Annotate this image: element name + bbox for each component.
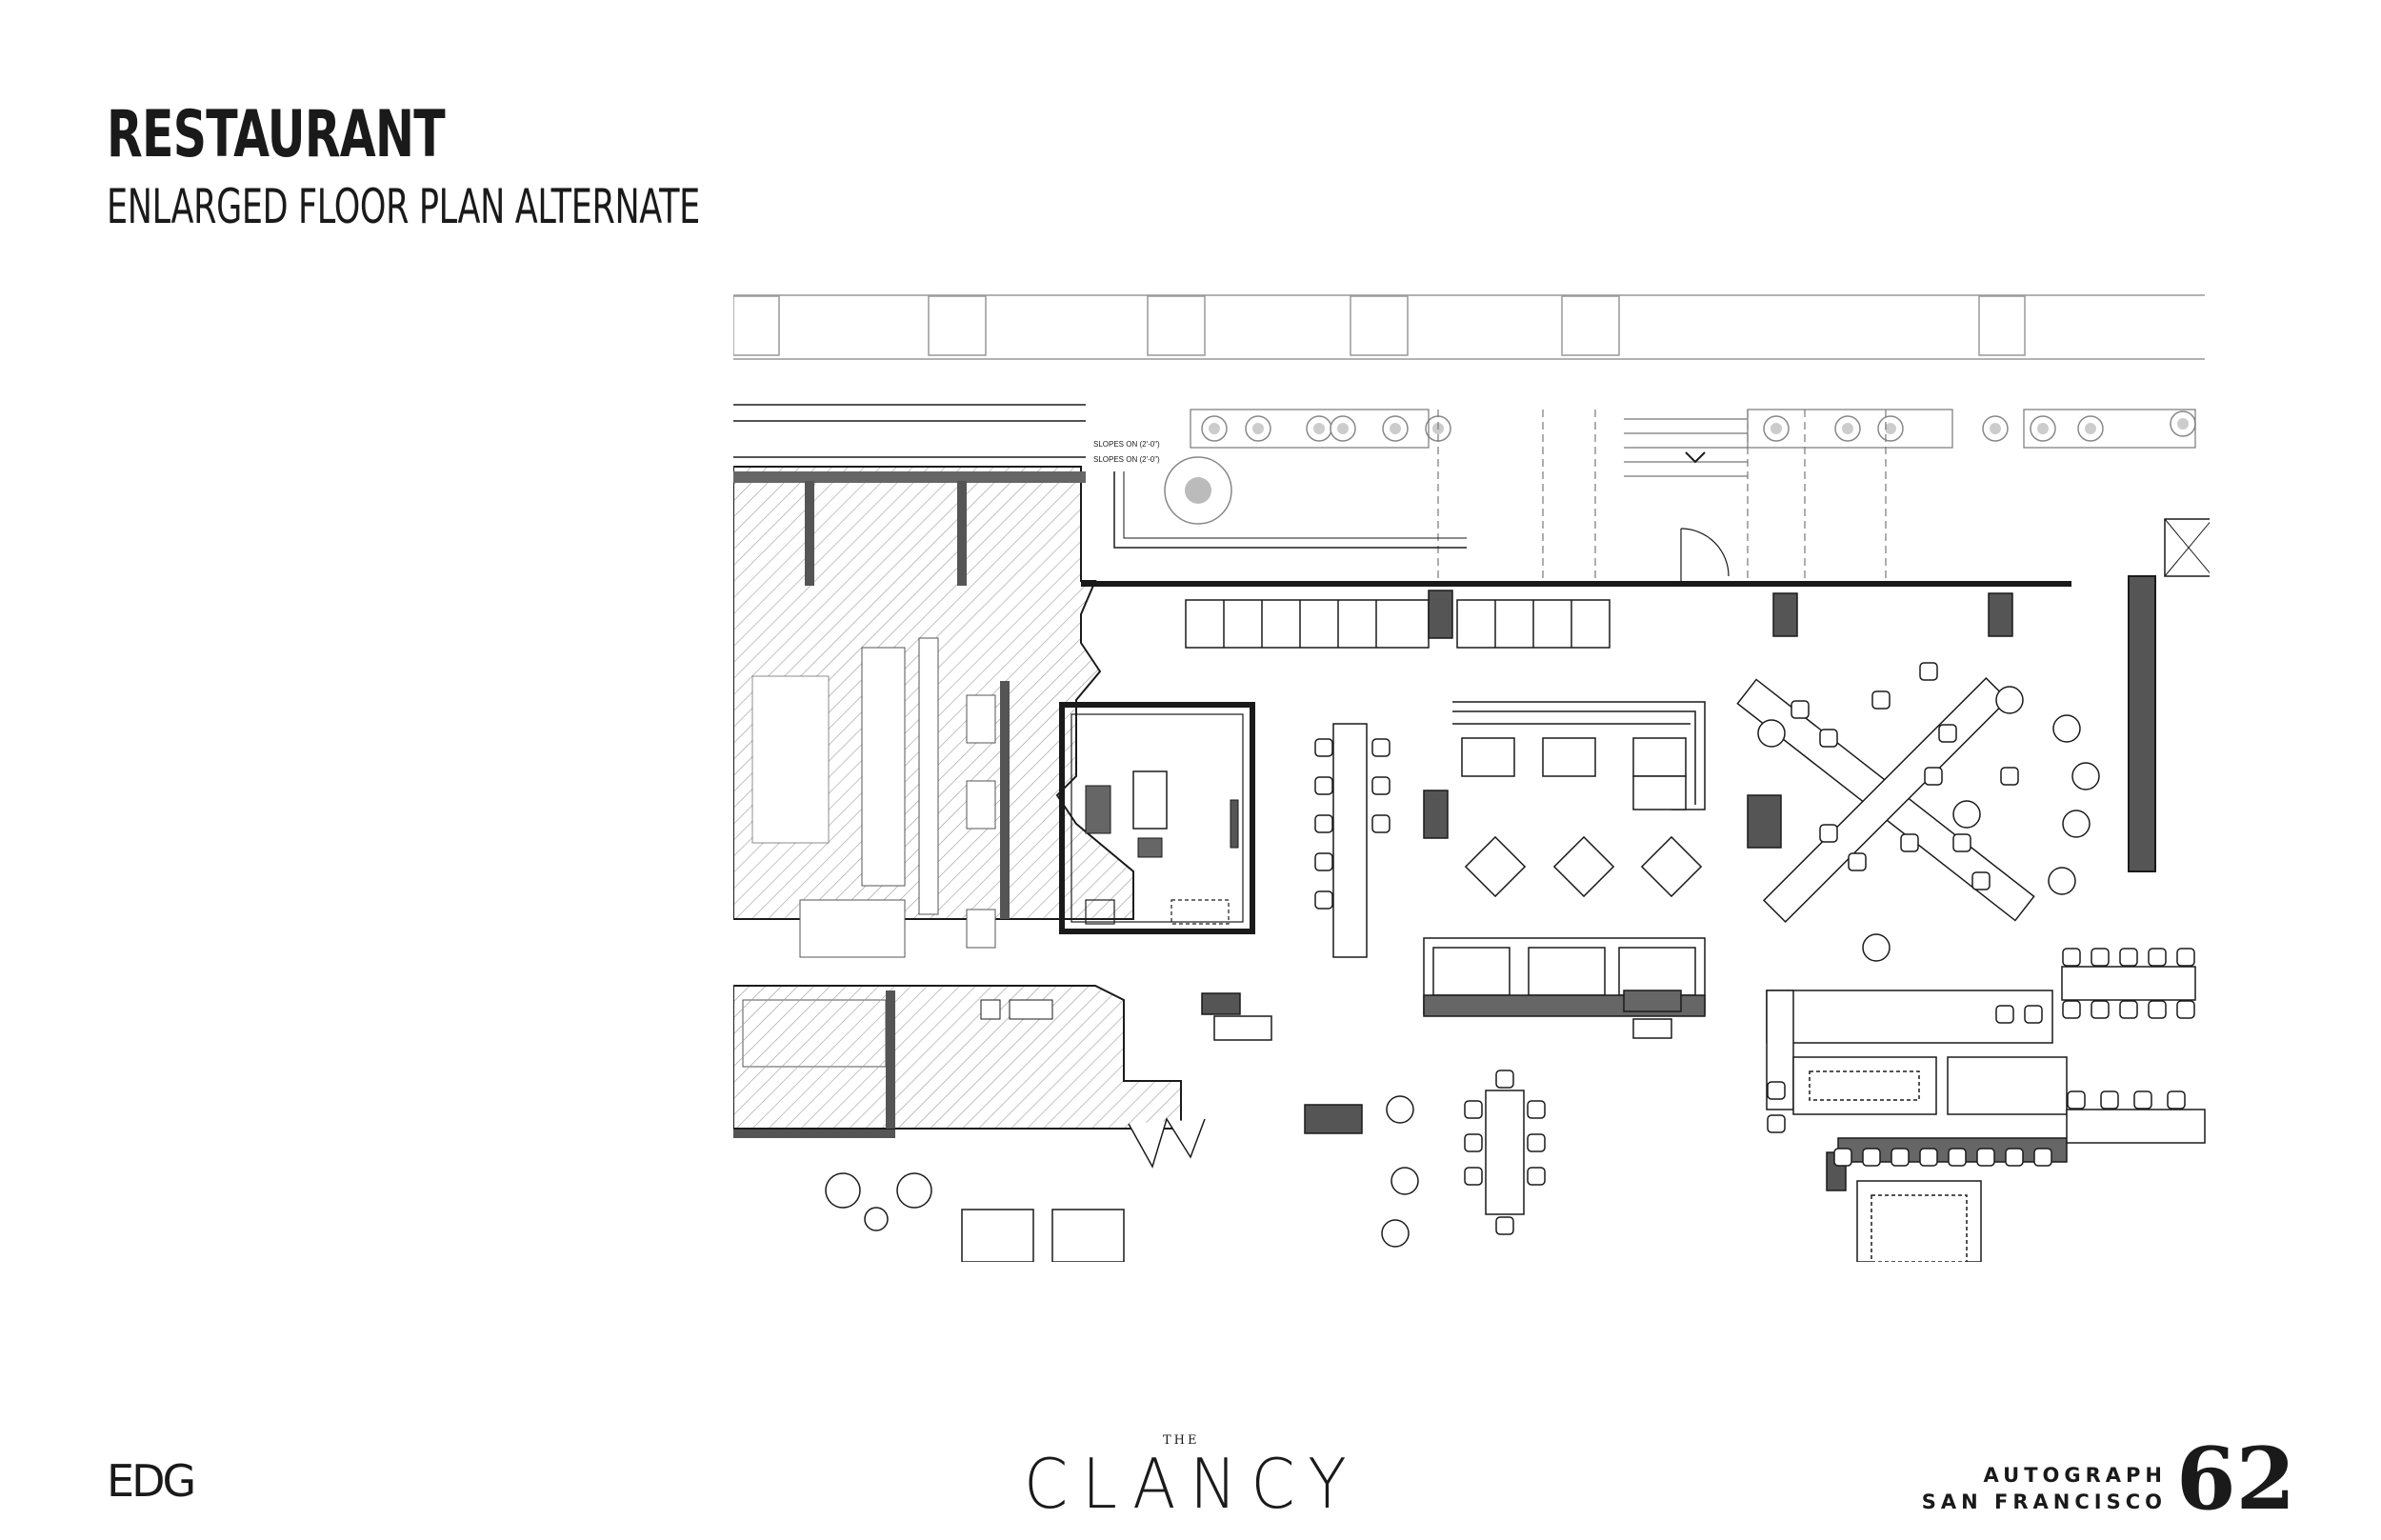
brand-prefix: THE xyxy=(1163,1433,1200,1448)
exterior-lines xyxy=(1113,409,2196,586)
high-top-counter xyxy=(1314,723,1449,958)
service-bar xyxy=(1623,990,2068,1191)
edg-logo: EDG xyxy=(107,1455,196,1507)
window-benches xyxy=(1185,590,2013,649)
east-tables xyxy=(2061,948,2206,1144)
autograph-label: AUTOGRAPH xyxy=(1983,1464,2167,1487)
planters xyxy=(1164,410,2196,525)
south-seating xyxy=(825,992,1982,1262)
back-of-house xyxy=(733,404,1182,1138)
floor-plan: SLOPES ON (2'-0") SLOPES ON (2'-0") xyxy=(733,294,2210,1262)
kitchen xyxy=(1059,702,1255,934)
sidewalk xyxy=(733,294,2205,360)
san-francisco-label: SAN FRANCISCO xyxy=(1921,1490,2167,1513)
communal-dining xyxy=(1736,662,2100,962)
page-number: 62 xyxy=(2176,1429,2296,1530)
page-title: RESTAURANT xyxy=(107,97,446,172)
lounge xyxy=(1423,701,1706,1017)
plan-note-2: SLOPES ON (2'-0") xyxy=(1093,455,1160,464)
facade xyxy=(1081,518,2210,872)
clancy-logo: CLANCY xyxy=(1024,1444,1361,1524)
page-subtitle: ENLARGED FLOOR PLAN ALTERNATE xyxy=(107,179,700,234)
plan-note-1: SLOPES ON (2'-0") xyxy=(1093,440,1160,449)
